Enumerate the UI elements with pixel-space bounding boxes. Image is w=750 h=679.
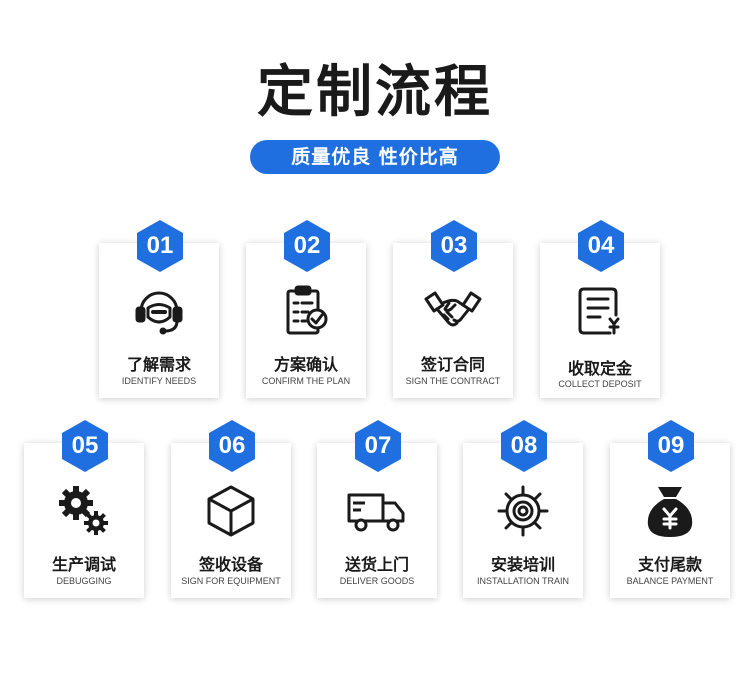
step-number-badge: 07	[353, 419, 403, 473]
step-number: 06	[218, 432, 246, 459]
gears-icon	[59, 486, 108, 535]
step-subtitle: DEBUGGING	[56, 576, 112, 586]
step-number-badge: 04	[576, 219, 626, 273]
step-subtitle: BALANCE PAYMENT	[626, 576, 714, 586]
handshake-icon	[424, 291, 482, 327]
step-subtitle: SIGN FOR EQUIPMENT	[181, 576, 281, 586]
step-number: 01	[146, 232, 174, 259]
invoice-yen-icon	[578, 287, 620, 335]
step-card-03: 03 签订合同 SIGN THE CONTRACT	[393, 220, 513, 398]
step-number-badge: 01	[135, 219, 185, 273]
step-card-05: 05 生产调试 DEBUGGING	[24, 420, 144, 598]
step-title: 安装培训	[490, 555, 555, 574]
step-number: 08	[510, 432, 538, 459]
step-subtitle: INSTALLATION TRAIN	[476, 576, 570, 586]
step-number-badge: 09	[646, 419, 696, 473]
step-card-08: 08 安装培训 INSTALLATION TRAIN	[463, 420, 583, 598]
truck-icon	[347, 493, 405, 532]
headset-icon	[135, 291, 183, 335]
step-title: 收取定金	[567, 359, 632, 378]
step-title: 方案确认	[273, 355, 338, 374]
step-card-04: 04 收取定金 COLLECT DEPOSIT	[540, 220, 660, 398]
box-icon	[207, 485, 255, 537]
step-title: 了解需求	[126, 355, 191, 374]
step-number: 07	[364, 432, 392, 459]
subtitle-badge: 质量优良 性价比高	[250, 140, 500, 174]
step-number-badge: 03	[429, 219, 479, 273]
step-subtitle: CONFIRM THE PLAN	[261, 376, 351, 386]
step-card-09: 09 支付尾款 BALANCE PAYMENT	[610, 420, 730, 598]
step-title: 支付尾款	[637, 555, 702, 574]
gear-icon	[497, 485, 549, 537]
step-number-badge: 05	[60, 419, 110, 473]
step-subtitle: COLLECT DEPOSIT	[558, 379, 642, 389]
step-number: 03	[440, 232, 468, 259]
step-title: 生产调试	[51, 555, 116, 574]
step-number: 05	[71, 432, 99, 459]
step-number-badge: 06	[207, 419, 257, 473]
money-bag-icon	[647, 487, 693, 537]
step-subtitle: DELIVER GOODS	[339, 576, 415, 586]
page-title: 定制流程	[257, 60, 493, 125]
step-number: 09	[657, 432, 685, 459]
step-card-06: 06 签收设备 SIGN FOR EQUIPMENT	[171, 420, 291, 598]
step-number: 02	[293, 232, 321, 259]
step-title: 送货上门	[344, 555, 409, 574]
step-card-02: 02 方案确认 CONFIRM THE PLAN	[246, 220, 366, 398]
step-title: 签订合同	[420, 355, 485, 374]
step-title: 签收设备	[198, 555, 263, 574]
step-number: 04	[587, 232, 615, 259]
step-card-01: 01 了解需求 IDENTIFY NEEDS	[99, 220, 219, 398]
step-card-07: 07 送货上门 DELIVER GOODS	[317, 420, 437, 598]
step-subtitle: IDENTIFY NEEDS	[121, 376, 197, 386]
step-subtitle: SIGN THE CONTRACT	[405, 376, 501, 386]
step-number-badge: 02	[282, 219, 332, 273]
step-number-badge: 08	[499, 419, 549, 473]
clipboard-check-icon	[286, 285, 328, 335]
